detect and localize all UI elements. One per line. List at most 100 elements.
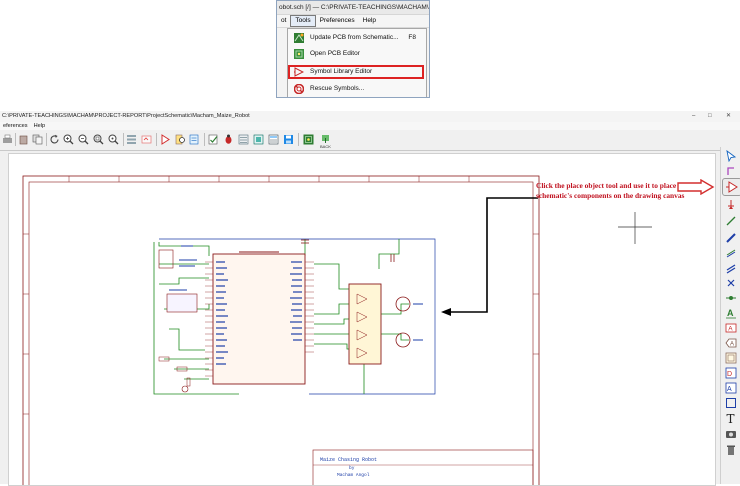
place-wire-icon[interactable] bbox=[725, 215, 737, 227]
toolbar-separator bbox=[204, 133, 205, 146]
svg-text:A: A bbox=[730, 342, 734, 348]
button-symbol bbox=[181, 385, 189, 393]
toolbar-separator bbox=[156, 133, 157, 146]
select-tool-icon[interactable] bbox=[725, 150, 737, 162]
header-connector-symbol bbox=[166, 293, 198, 313]
window-title: C:\PRIVATE-TEACHINGS\MACHAM\PROJECT-REPO… bbox=[2, 113, 250, 119]
menu-item-rescue-symbols[interactable]: Rescue Symbols... bbox=[288, 82, 424, 96]
back-annotate-icon[interactable] bbox=[320, 134, 331, 145]
menu-help[interactable]: Help bbox=[33, 123, 46, 129]
maximize-icon[interactable]: □ bbox=[708, 113, 712, 119]
graphic-lines-icon[interactable] bbox=[725, 397, 737, 409]
schematic-drawing: Maize Chasing Robot by Macham Angol bbox=[22, 175, 652, 485]
tools-dropdown: Update PCB from Schematic... F8 Open PCB… bbox=[287, 28, 427, 97]
zoom-fit-icon[interactable] bbox=[93, 134, 104, 145]
bug-icon[interactable] bbox=[223, 134, 234, 145]
hierarchical-sheet-icon[interactable] bbox=[725, 352, 737, 364]
mcu-pin-labels bbox=[216, 251, 302, 365]
sheet-frame-inner bbox=[28, 181, 534, 485]
title-block-by: by bbox=[349, 465, 355, 471]
no-connect-icon[interactable] bbox=[725, 277, 737, 289]
net-label-icon[interactable]: A bbox=[725, 307, 737, 319]
paste-icon[interactable] bbox=[18, 134, 29, 145]
svg-text:A: A bbox=[727, 308, 734, 318]
power-symbol bbox=[301, 239, 309, 244]
print-icon[interactable] bbox=[2, 134, 13, 145]
instruction-annotation: Click the place object tool and use it t… bbox=[536, 181, 685, 200]
leave-sheet-icon[interactable] bbox=[141, 134, 152, 145]
svg-text:D: D bbox=[727, 371, 732, 378]
save-icon[interactable] bbox=[283, 134, 294, 145]
toolbar-separator bbox=[46, 133, 47, 146]
menu-item-update-pcb[interactable]: Update PCB from Schematic... F8 bbox=[288, 31, 424, 45]
menu-item-symbol-library-editor[interactable]: Symbol Library Editor bbox=[288, 65, 424, 79]
hierarchy-navigator-icon[interactable] bbox=[126, 134, 137, 145]
capacitor-symbol bbox=[390, 254, 395, 262]
svg-text:A: A bbox=[728, 326, 733, 333]
netlist-icon[interactable] bbox=[238, 134, 249, 145]
place-power-icon[interactable] bbox=[725, 198, 737, 210]
symbol-editor-icon bbox=[294, 67, 304, 77]
import-sheet-pin-icon[interactable]: D bbox=[725, 367, 737, 379]
zoom-out-icon[interactable] bbox=[78, 134, 89, 145]
zoom-selection-icon[interactable] bbox=[108, 134, 119, 145]
library-editor-icon[interactable] bbox=[160, 134, 171, 145]
power-bus-line bbox=[159, 238, 436, 395]
bus-wire-entry-icon[interactable] bbox=[725, 247, 737, 259]
svg-text:T: T bbox=[727, 412, 735, 424]
right-tool-palette: A A A D A T bbox=[720, 147, 740, 484]
resistors bbox=[158, 356, 191, 387]
hierarchical-label-icon[interactable]: A bbox=[725, 337, 737, 349]
minimize-icon[interactable]: – bbox=[692, 113, 696, 119]
highlight-net-icon[interactable] bbox=[725, 165, 737, 177]
delete-tool-icon[interactable] bbox=[725, 444, 737, 456]
global-label-icon[interactable]: A bbox=[725, 322, 737, 334]
bom-icon[interactable] bbox=[268, 134, 279, 145]
inset-menu-file[interactable]: ot bbox=[281, 17, 287, 24]
annotation-arrowhead bbox=[441, 308, 451, 316]
inset-title: obot.sch [/] — C:\PRIVATE-TEACHINGS\MACH… bbox=[277, 1, 429, 15]
sheet-pin-icon[interactable]: A bbox=[725, 382, 737, 394]
pcbnew-icon[interactable] bbox=[303, 134, 314, 145]
crystal-symbol bbox=[158, 249, 174, 269]
toolbar-separator bbox=[123, 133, 124, 146]
annotate-icon[interactable] bbox=[189, 134, 200, 145]
image-tool-icon[interactable] bbox=[725, 428, 737, 440]
library-browser-icon[interactable] bbox=[175, 134, 186, 145]
place-bus-icon[interactable] bbox=[725, 232, 737, 244]
svg-text:A: A bbox=[727, 386, 732, 393]
redraw-icon[interactable] bbox=[49, 134, 60, 145]
title-block bbox=[312, 449, 534, 485]
back-label: BACK bbox=[320, 144, 331, 149]
pcb-editor-icon bbox=[294, 49, 304, 59]
close-icon[interactable]: ✕ bbox=[726, 113, 732, 119]
erc-check-icon[interactable] bbox=[208, 134, 219, 145]
menu-item-open-pcb-editor[interactable]: Open PCB Editor bbox=[288, 47, 424, 61]
motor-labels bbox=[413, 303, 423, 341]
mcu-pins bbox=[205, 261, 314, 377]
inset-menu-tools[interactable]: Tools bbox=[290, 15, 316, 27]
main-toolbar: BACK bbox=[0, 130, 740, 151]
toolbar-separator bbox=[15, 133, 16, 146]
annotation-arrow bbox=[447, 197, 538, 313]
update-pcb-icon bbox=[294, 33, 304, 43]
copy-icon[interactable] bbox=[32, 134, 43, 145]
junction-icon[interactable] bbox=[725, 292, 737, 304]
schematic-canvas[interactable]: Maize Chasing Robot by Macham Angol bbox=[8, 153, 716, 486]
menu-preferences[interactable]: eferences bbox=[3, 123, 28, 129]
motor-driver-symbol bbox=[348, 283, 382, 365]
inset-menu-preferences[interactable]: Preferences bbox=[319, 17, 355, 24]
zoom-in-icon[interactable] bbox=[63, 134, 74, 145]
place-symbol-tool-icon[interactable] bbox=[722, 178, 740, 196]
footprint-assign-icon[interactable] bbox=[253, 134, 264, 145]
rescue-icon bbox=[294, 84, 304, 94]
toolbar-separator bbox=[298, 133, 299, 146]
window-menubar: eferences Help bbox=[0, 122, 740, 130]
eeschema-window: C:\PRIVATE-TEACHINGS\MACHAM\PROJECT-REPO… bbox=[0, 111, 740, 486]
text-tool-icon[interactable]: T bbox=[725, 412, 737, 424]
inset-menu-help[interactable]: Help bbox=[362, 17, 377, 24]
crosshair-cursor bbox=[618, 212, 652, 244]
bus-bus-entry-icon[interactable] bbox=[725, 262, 737, 274]
frame-ticks bbox=[23, 176, 539, 415]
